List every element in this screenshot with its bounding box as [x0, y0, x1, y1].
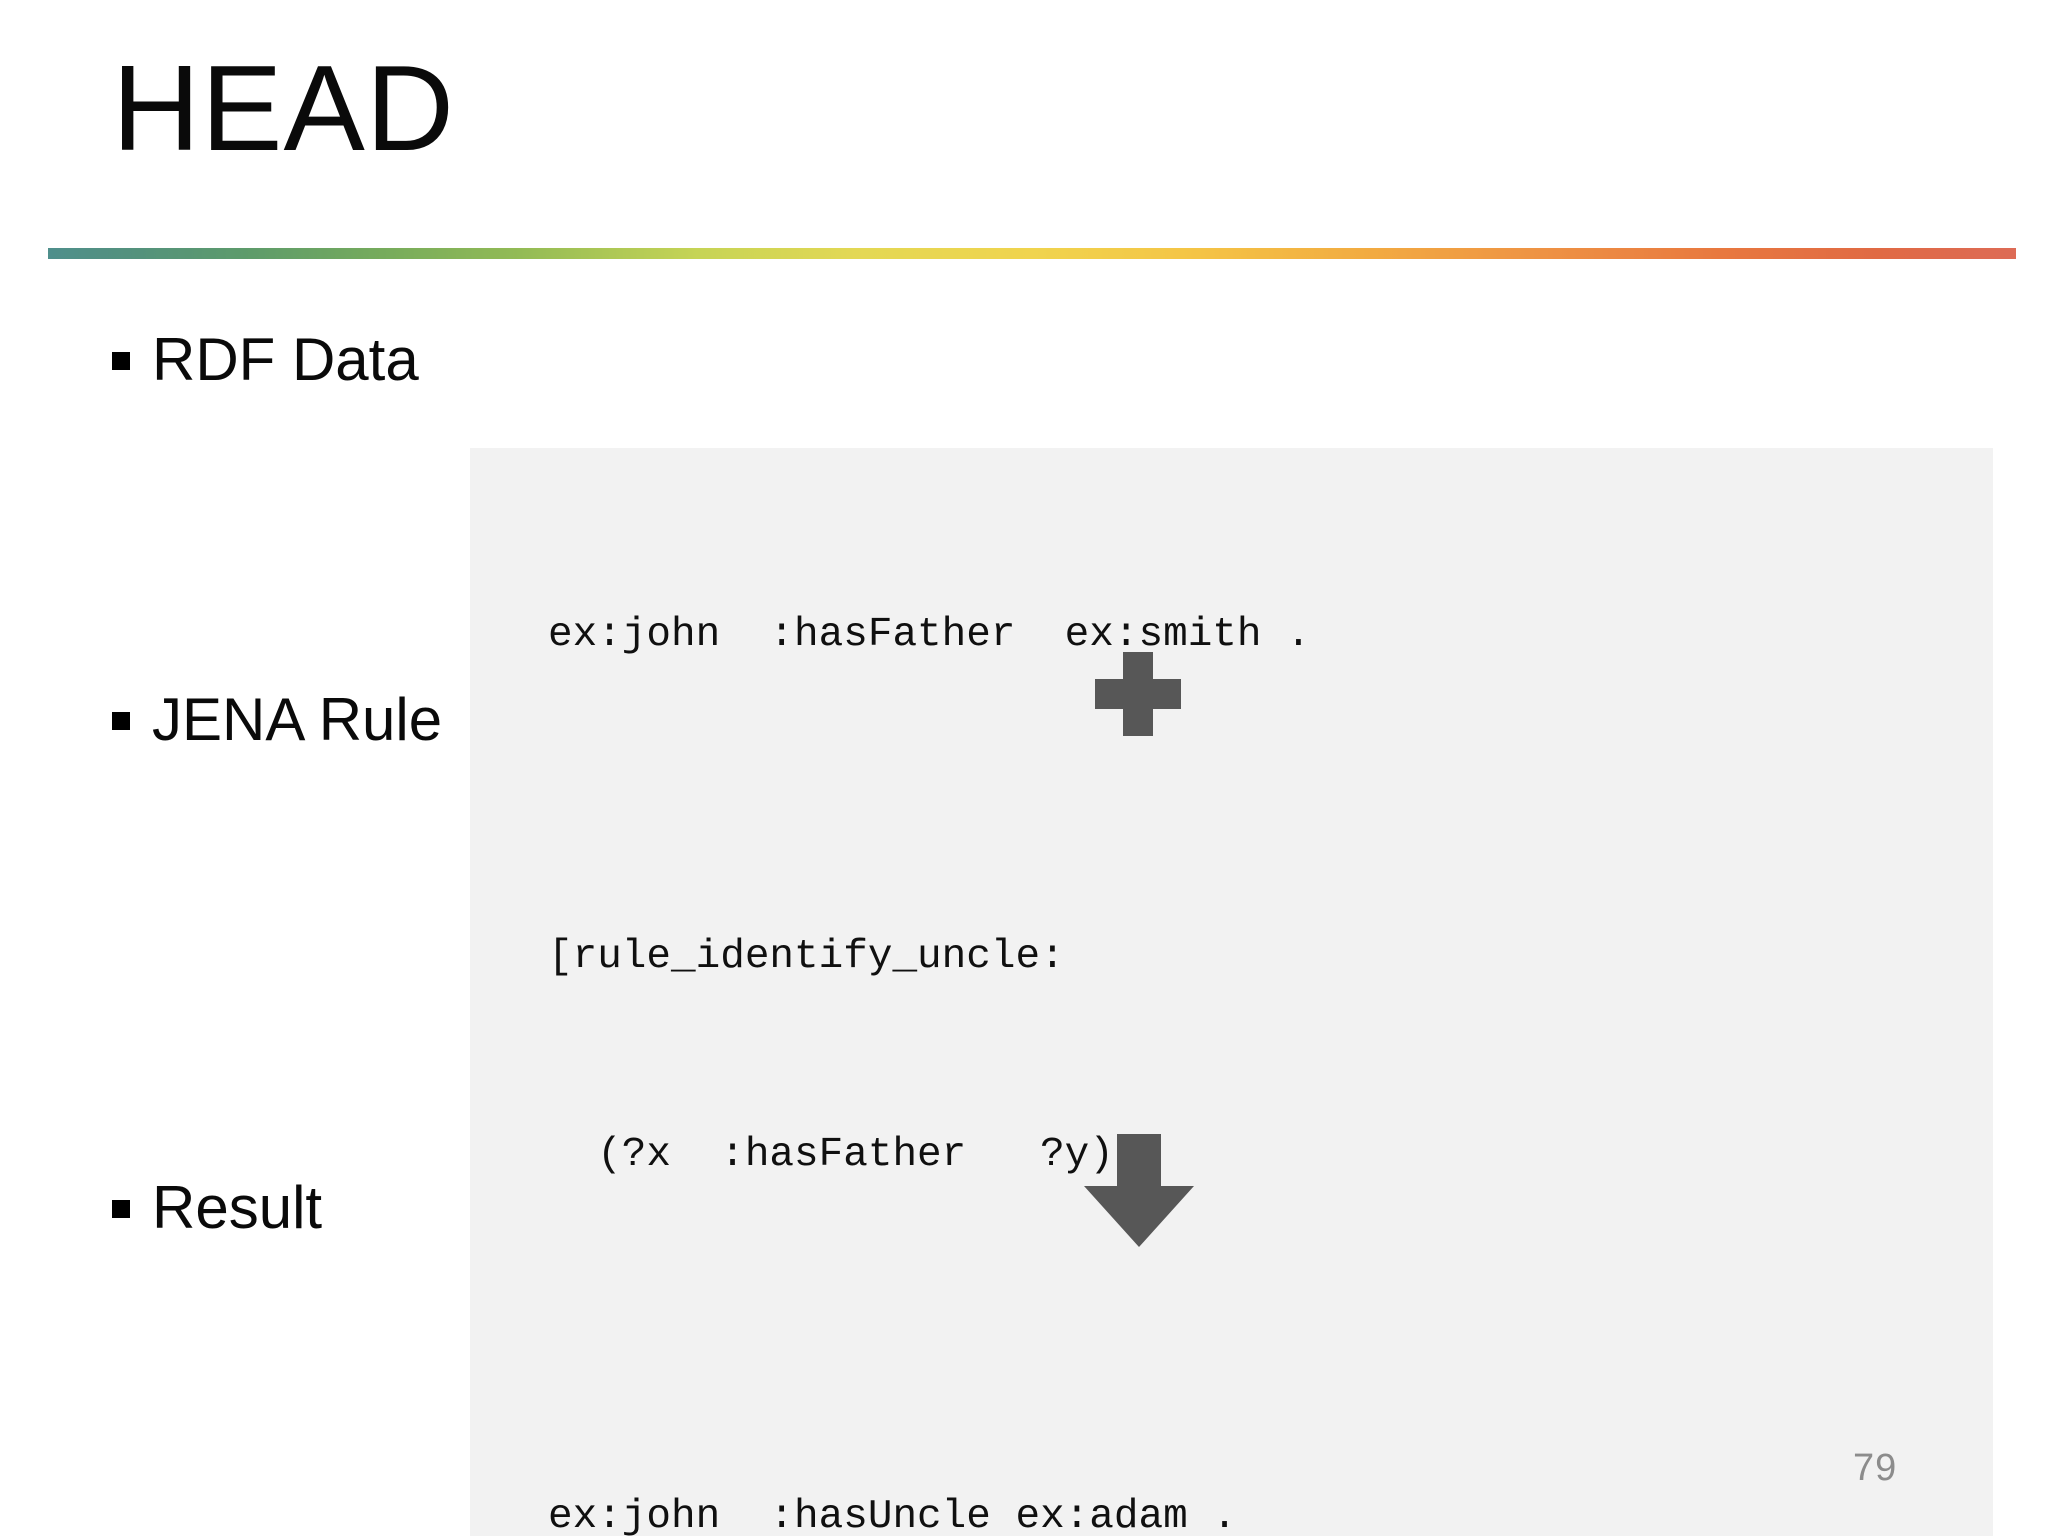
plus-icon-vertical-bar — [1123, 652, 1153, 736]
square-bullet-icon — [112, 712, 130, 730]
code-line: ex:john :hasUncle ex:adam . — [548, 1494, 1237, 1536]
bullet-label-rdf-data: RDF Data — [152, 326, 419, 393]
page-title: HEAD — [112, 40, 455, 176]
code-line: ex:john :hasFather ex:smith . — [548, 612, 1311, 658]
bullet-label-result: Result — [152, 1174, 323, 1241]
plus-icon — [1095, 652, 1181, 736]
code-block-result: ex:john :hasUncle ex:adam . — [470, 1330, 1993, 1536]
bullet-item-result: Result — [112, 1178, 322, 1238]
title-divider-gradient — [48, 248, 2016, 259]
bullet-item-jena-rule: JENA Rule — [112, 690, 442, 750]
code-line: (?x :hasFather ?y), — [548, 1132, 1139, 1178]
square-bullet-icon — [112, 352, 130, 370]
code-line: [rule_identify_uncle: — [548, 934, 1065, 980]
page-number: 79 — [1853, 1447, 1898, 1489]
square-bullet-icon — [112, 1200, 130, 1218]
arrow-down-icon — [1084, 1134, 1194, 1247]
bullet-label-jena-rule: JENA Rule — [152, 686, 443, 753]
bullet-item-rdf-data: RDF Data — [112, 330, 419, 390]
